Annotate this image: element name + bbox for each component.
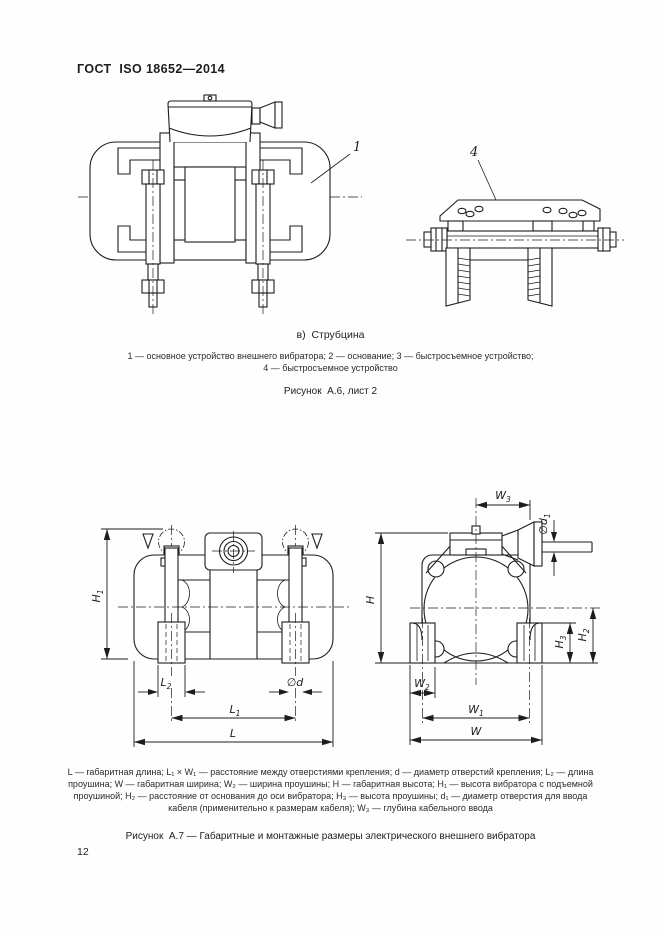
dim-label-d: ∅d: [287, 676, 305, 689]
dim-label-W: W: [471, 725, 483, 738]
figure-a6-subcaption: в) Струбцина: [296, 329, 365, 341]
vibrator-body: [78, 132, 362, 264]
dim-label-L2: L2: [161, 676, 172, 691]
clamp-plate: [439, 199, 601, 232]
figure-a6-legend-line1: 1 — основное устройство внешнего вибрато…: [127, 351, 534, 361]
figure-a7-caption: Рисунок А.7 — Габаритные и монтажные раз…: [125, 831, 536, 842]
part-label-4: 4: [469, 145, 478, 160]
figure-a7-legend-line1: L — габаритная длина; L₁ × W₁ — расстоян…: [67, 767, 594, 777]
page-number: 12: [77, 846, 89, 858]
dim-label-H2: H2: [576, 628, 591, 641]
page-title: ГОСТ ISO 18652—2014: [77, 62, 226, 76]
clamp-bolt-right: [251, 160, 275, 315]
figure-a7-legend-line3: проушиной; H₂ — расстояние от основания …: [73, 791, 588, 801]
dim-label-W2: W2: [414, 677, 430, 692]
part1-leader-line: [310, 153, 351, 184]
dim-label-L1: L1: [230, 703, 241, 718]
dim-label-W3: W3: [495, 489, 511, 504]
front-view-dimensions: H1 L2 ∅d L1 L: [90, 528, 334, 747]
dim-label-d1: ∅d1: [537, 513, 552, 534]
clamp-drawing: 4: [406, 145, 624, 307]
part-label-1: 1: [353, 140, 361, 155]
figure-a6-legend-line2: 4 — быстросъемное устройство: [263, 363, 398, 373]
clamp-rod: [406, 227, 624, 252]
clamp-jaws: [445, 247, 553, 307]
side-view: [404, 498, 600, 723]
dim-label-H1: H1: [90, 589, 105, 602]
side-view-dimensions: W3 ∅d1 H H2 H3 W2 W1 W: [364, 489, 597, 745]
dim-label-H3: H3: [553, 635, 568, 648]
dimension-drawing: H1 L2 ∅d L1 L: [90, 489, 600, 747]
figure-a6-caption: Рисунок А.6, лист 2: [283, 386, 378, 397]
dim-label-L: L: [230, 727, 236, 740]
dim-label-H: H: [364, 596, 377, 604]
terminal-box: [167, 94, 253, 143]
front-view: [118, 525, 350, 723]
cable-gland: [251, 101, 283, 129]
clamp-bolt-left: [141, 160, 165, 315]
dim-label-W1: W1: [468, 703, 484, 718]
figure-a7-legend-line4: кабеля (применительно к размерам кабеля)…: [168, 803, 493, 813]
vibrator-assembly-drawing: 1: [78, 94, 362, 315]
figure-a7-legend-line2: проушина; W — габаритная ширина; W₂ — ши…: [68, 779, 593, 789]
